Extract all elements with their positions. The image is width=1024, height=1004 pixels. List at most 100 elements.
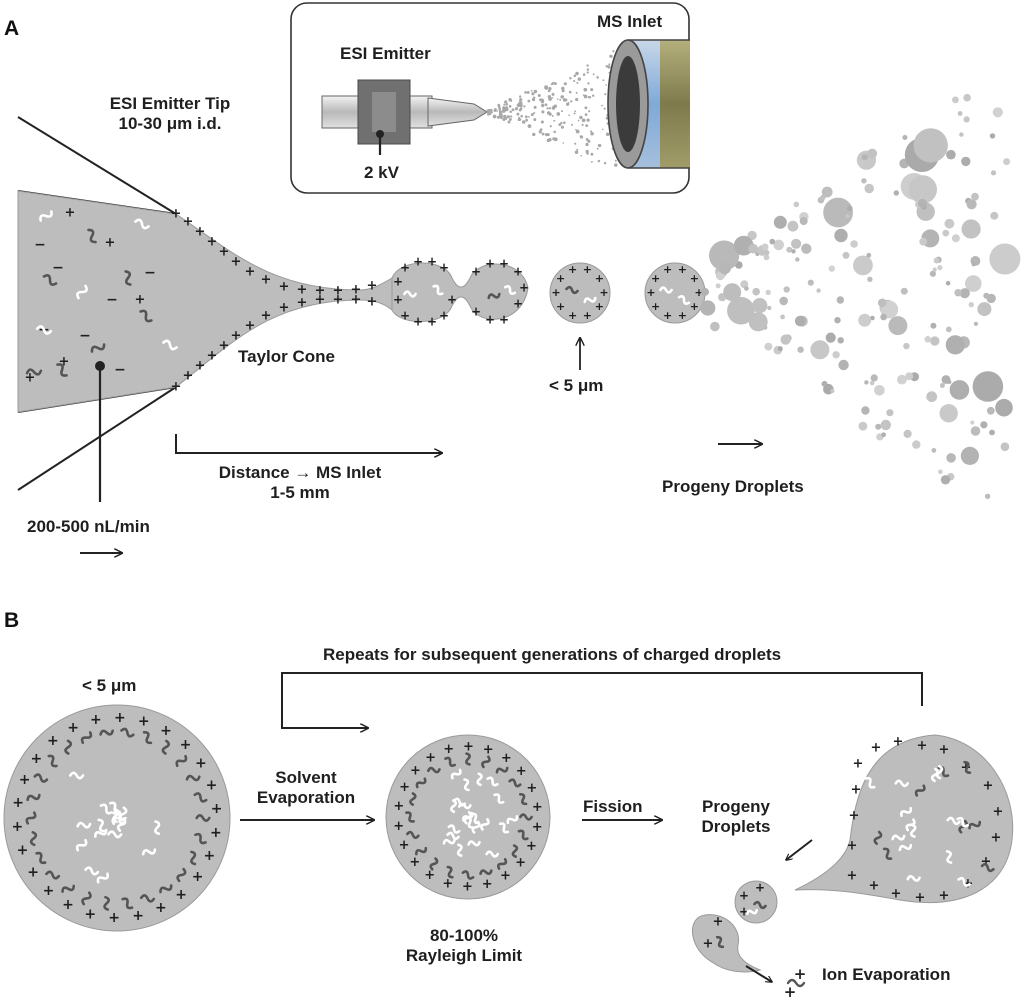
plus-charge: + <box>180 737 192 753</box>
plus-charge: + <box>261 309 272 324</box>
spray-dot <box>583 87 588 92</box>
plus-charge: + <box>556 300 565 313</box>
spray-dot <box>487 110 491 113</box>
spray-dot <box>516 107 519 110</box>
progeny-droplet <box>825 332 836 343</box>
panel-a-letter: A <box>4 17 20 40</box>
progeny-droplet <box>777 346 783 352</box>
spray-dot <box>586 71 589 74</box>
plus-charge: + <box>27 864 39 880</box>
spray-dot <box>592 73 595 76</box>
spray-dot <box>492 114 497 119</box>
spray-dot <box>519 98 523 102</box>
plus-charge: + <box>568 263 577 276</box>
spray-dot <box>528 116 530 118</box>
spray-dot <box>584 106 588 110</box>
spray-dot <box>574 142 577 145</box>
progeny-droplet <box>995 398 1013 417</box>
emitter-tip-label: ESI Emitter Tip 10-30 μm i.d. <box>60 94 280 135</box>
spray-dot <box>577 77 582 81</box>
analyte-dark <box>26 793 41 802</box>
progeny-droplet <box>870 374 878 382</box>
plus-charge: + <box>678 263 687 276</box>
plus-charge: + <box>59 355 70 370</box>
analyte-light <box>162 339 178 351</box>
plus-charge: + <box>245 265 256 280</box>
analyte-dark <box>64 739 73 755</box>
progeny-droplet <box>886 409 894 417</box>
progeny-droplet <box>1003 158 1011 166</box>
analyte-dark <box>487 292 501 300</box>
progeny-droplet <box>794 315 806 327</box>
plus-charge: + <box>532 820 543 835</box>
analyte-dark <box>61 884 76 893</box>
analyte-light <box>403 290 417 298</box>
spray-dot <box>573 80 576 83</box>
analyte-dark <box>446 865 454 879</box>
progeny-droplet <box>740 280 749 289</box>
plus-charge: + <box>646 286 655 299</box>
spray-dot <box>545 133 549 137</box>
progeny-droplet <box>990 170 997 176</box>
panel-a: ++++++++++++++++++++++++++++++++++++++++… <box>17 2 1021 553</box>
plus-charge: + <box>663 309 672 322</box>
progeny-droplet <box>837 337 844 344</box>
spray-dot <box>510 99 513 102</box>
plus-charge: + <box>155 900 167 916</box>
plus-charge: + <box>108 910 120 926</box>
spray-dot <box>516 104 520 107</box>
analyte-light <box>677 295 691 305</box>
spray-dot <box>504 116 508 121</box>
spray-dot <box>596 147 599 150</box>
spray-dot <box>602 79 605 82</box>
spray-dot <box>567 101 570 104</box>
analyte-dark <box>193 792 208 803</box>
progeny-droplet <box>877 298 887 308</box>
plus-charge: + <box>105 236 116 251</box>
analyte-dark <box>35 851 47 865</box>
analyte-dark <box>406 830 420 840</box>
analyte-light <box>99 803 113 815</box>
plus-charge: + <box>393 275 403 289</box>
analyte-light <box>463 811 473 825</box>
plus-charge: + <box>694 286 703 299</box>
plus-charge: + <box>65 206 76 221</box>
ion-evaporation-label: Ion Evaporation <box>822 965 951 984</box>
spray-dot <box>575 128 577 131</box>
analyte-light <box>134 218 150 230</box>
spray-dot <box>510 115 513 118</box>
progeny-droplet <box>930 336 940 346</box>
progeny-droplet <box>715 283 721 289</box>
progeny-droplet <box>992 107 1003 118</box>
spray-dot <box>549 125 552 128</box>
spray-dot <box>559 98 562 101</box>
spray-dot <box>586 68 590 71</box>
analyte-light <box>69 771 85 780</box>
progeny-droplet <box>834 317 841 324</box>
spray-dot <box>533 105 537 109</box>
spray-dot <box>575 97 579 102</box>
analyte-dark <box>80 731 93 744</box>
progeny-droplet <box>989 243 1021 275</box>
progeny-droplet <box>900 287 908 295</box>
plus-charge: + <box>261 273 272 288</box>
progeny-droplet <box>845 214 850 219</box>
taylor-cone-label: Taylor Cone <box>238 347 335 366</box>
plus-charge: + <box>424 868 435 883</box>
analyte-light <box>659 286 673 294</box>
spray-dot <box>517 102 521 105</box>
analyte-dark <box>415 777 427 789</box>
plus-charge: + <box>515 856 526 871</box>
analyte-dark <box>968 820 982 830</box>
spray-dot <box>573 74 577 78</box>
spray-dot <box>582 94 585 96</box>
analyte-light <box>467 840 481 847</box>
spray-dot <box>511 108 515 112</box>
progeny-droplet <box>767 305 772 311</box>
spray-dot <box>490 108 493 111</box>
spray-dot <box>527 99 531 103</box>
spray-dot <box>605 84 608 86</box>
progeny-droplet <box>864 183 874 194</box>
progeny-droplet <box>744 286 749 291</box>
spray-dot <box>533 96 536 99</box>
